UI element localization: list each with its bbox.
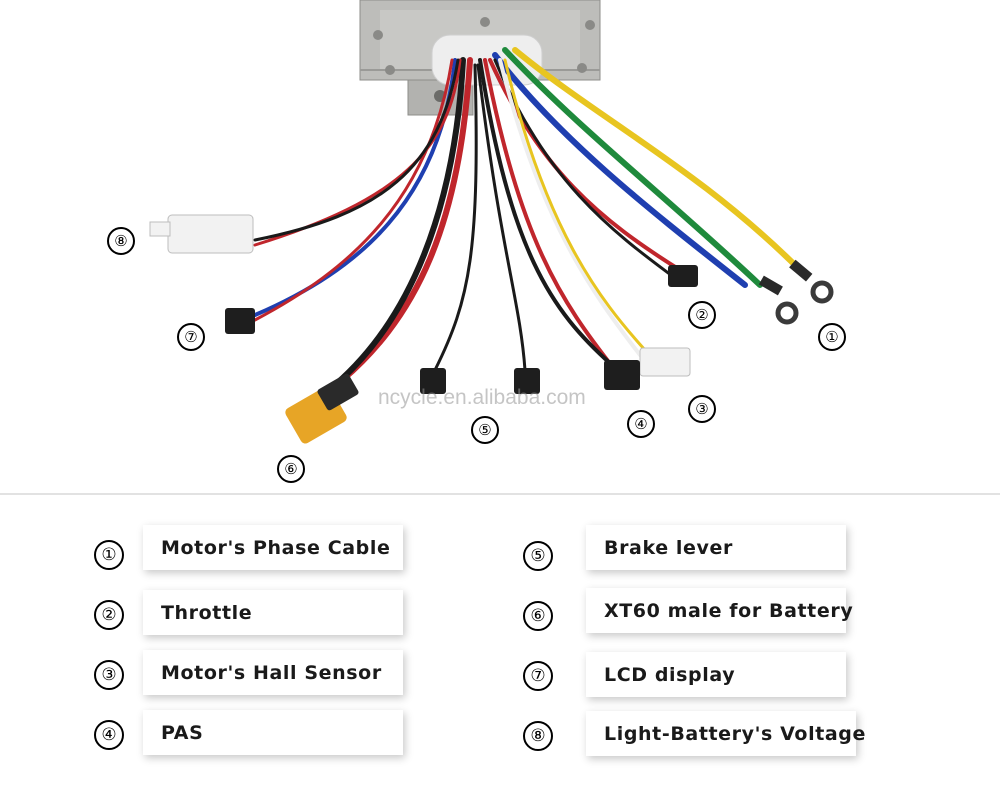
legend-label-throttle: Throttle — [143, 590, 403, 635]
controller-wiring-photo — [149, 0, 834, 444]
legend-num-3: ③ — [94, 660, 124, 690]
legend-num-1: ① — [94, 540, 124, 570]
phase-cable-terminals — [758, 259, 834, 325]
divider — [0, 493, 1000, 495]
legend-label-hall-sensor: Motor's Hall Sensor — [143, 650, 403, 695]
legend-num-2: ② — [94, 600, 124, 630]
pas-connector — [604, 360, 640, 390]
marker-5: ⑤ — [471, 416, 499, 444]
watermark: ncycle.en.alibaba.com — [378, 386, 586, 409]
legend-num-5: ⑤ — [523, 541, 553, 571]
legend-num-7: ⑦ — [523, 661, 553, 691]
light-connector — [149, 214, 254, 254]
legend-num-6: ⑥ — [523, 601, 553, 631]
legend-num-8: ⑧ — [523, 721, 553, 751]
brake-connectors — [420, 368, 540, 394]
controller-housing — [359, 0, 601, 116]
marker-2: ② — [688, 301, 716, 329]
marker-8: ⑧ — [107, 227, 135, 255]
legend-label-lcd: LCD display — [586, 652, 846, 697]
legend-label-brake-lever: Brake lever — [586, 525, 846, 570]
marker-4: ④ — [627, 410, 655, 438]
legend-num-4: ④ — [94, 720, 124, 750]
marker-6: ⑥ — [277, 455, 305, 483]
marker-7: ⑦ — [177, 323, 205, 351]
marker-1: ① — [818, 323, 846, 351]
wire-bundle — [253, 47, 803, 393]
legend-label-xt60: XT60 male for Battery — [586, 588, 853, 633]
xt60-connector — [285, 373, 359, 444]
throttle-connector — [668, 265, 698, 287]
legend-label-light-battery: Light-Battery's Voltage — [586, 711, 865, 756]
lcd-connector — [225, 308, 255, 334]
legend-label-phase-cable: Motor's Phase Cable — [143, 525, 403, 570]
legend-label-pas: PAS — [143, 710, 403, 755]
marker-3: ③ — [688, 395, 716, 423]
hall-sensor-connector — [639, 347, 691, 377]
